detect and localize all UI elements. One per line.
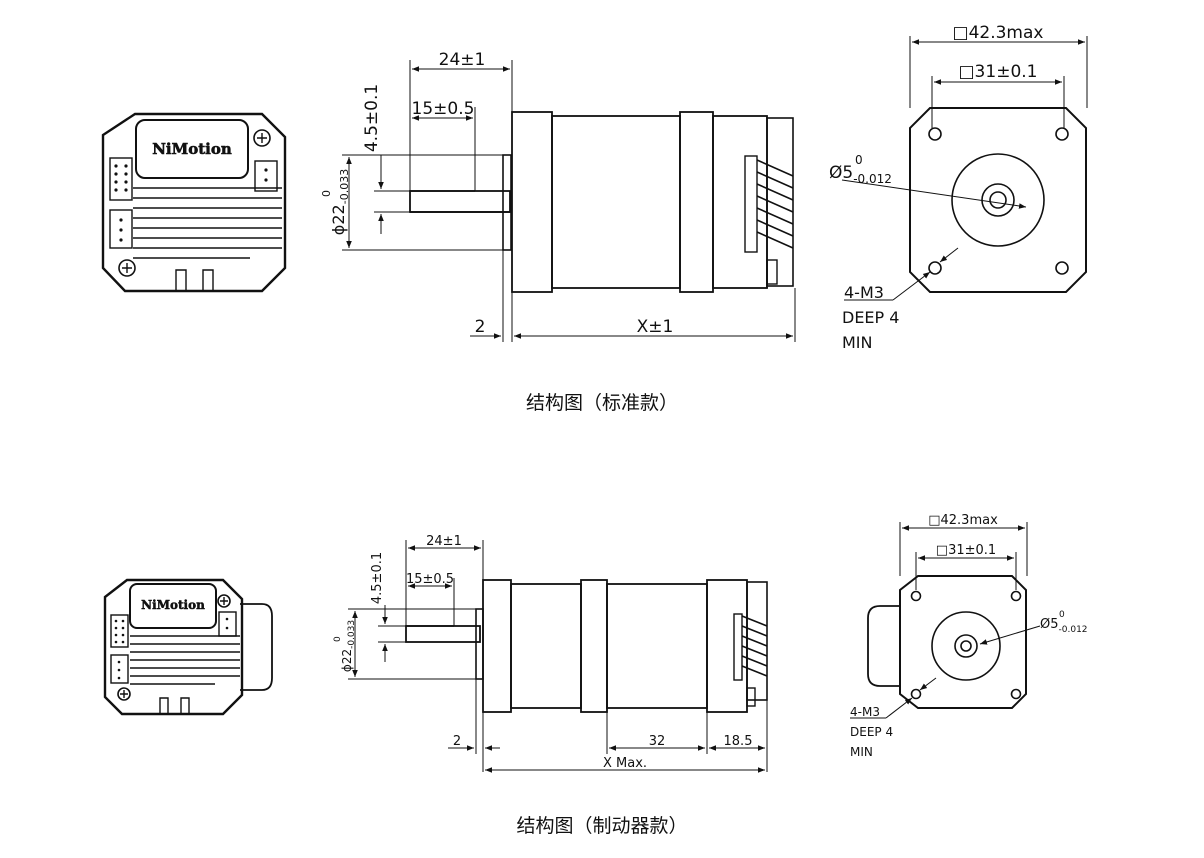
brake-deep-label: DEEP 4: [850, 725, 893, 739]
brake-side-dimensions: [348, 540, 768, 773]
brake-front-view: [867, 575, 1027, 709]
standard-pilot-dia-label: ϕ22-0.033: [329, 169, 351, 235]
standard-front-dimensions: [841, 36, 1088, 301]
standard-rear-view: [101, 112, 287, 293]
brake-brake-length-label: 32: [649, 734, 666, 749]
standard-shaft-length-label: 24±1: [439, 50, 486, 70]
standard-brand: NiMotion: [152, 140, 232, 158]
brake-hole-spacing-label: □31±0.1: [936, 543, 996, 558]
brake-shaft-tol-upper: 0: [1059, 610, 1065, 620]
brake-front-dimensions: [850, 522, 1041, 719]
standard-hole-spacing-label: □31±0.1: [959, 62, 1038, 82]
brake-shaft-length-label: 24±1: [426, 534, 462, 549]
brake-caption: 结构图（制动器款）: [516, 815, 688, 837]
brake-rear-length-label: 18.5: [724, 734, 753, 749]
brake-flat-length-label: 15±0.5: [406, 572, 454, 587]
brake-min-label: MIN: [850, 745, 873, 759]
standard-side-dimensions: [342, 60, 796, 342]
standard-body-length-label: X±1: [637, 317, 674, 337]
standard-deep-label: DEEP 4: [842, 308, 899, 327]
standard-caption: 结构图（标准款）: [525, 392, 678, 414]
brake-flat-depth-label: 4.5±0.1: [370, 552, 385, 604]
standard-shaft-tol-upper: 0: [855, 153, 863, 167]
standard-shaft-dia-label: Ø5-0.012: [829, 163, 892, 186]
standard-thread-label: 4-M3: [844, 283, 884, 302]
brake-body-length-label: X Max.: [603, 756, 647, 771]
standard-frame-label: □42.3max: [953, 23, 1044, 43]
standard-pilot-tol-upper: 0: [320, 190, 333, 197]
brake-shaft-dia-label: Ø5-0.012: [1040, 617, 1088, 635]
brake-side-view: [405, 579, 768, 713]
brake-flange-thickness-label: 2: [453, 734, 461, 749]
brake-pilot-tol-upper: 0: [333, 636, 343, 642]
standard-flange-thickness-label: 2: [475, 317, 486, 337]
brake-brand: NiMotion: [141, 598, 205, 612]
standard-min-label: MIN: [842, 333, 873, 352]
standard-front-view: [909, 107, 1087, 293]
brake-rear-view: [103, 578, 273, 716]
brake-thread-label: 4-M3: [850, 705, 880, 719]
standard-flat-depth-label: 4.5±0.1: [362, 84, 382, 152]
brake-pilot-dia-label: ϕ22-0.033: [340, 620, 357, 672]
brake-frame-label: □42.3max: [928, 513, 998, 528]
standard-side-view: [409, 111, 794, 293]
standard-flat-length-label: 15±0.5: [412, 99, 475, 119]
